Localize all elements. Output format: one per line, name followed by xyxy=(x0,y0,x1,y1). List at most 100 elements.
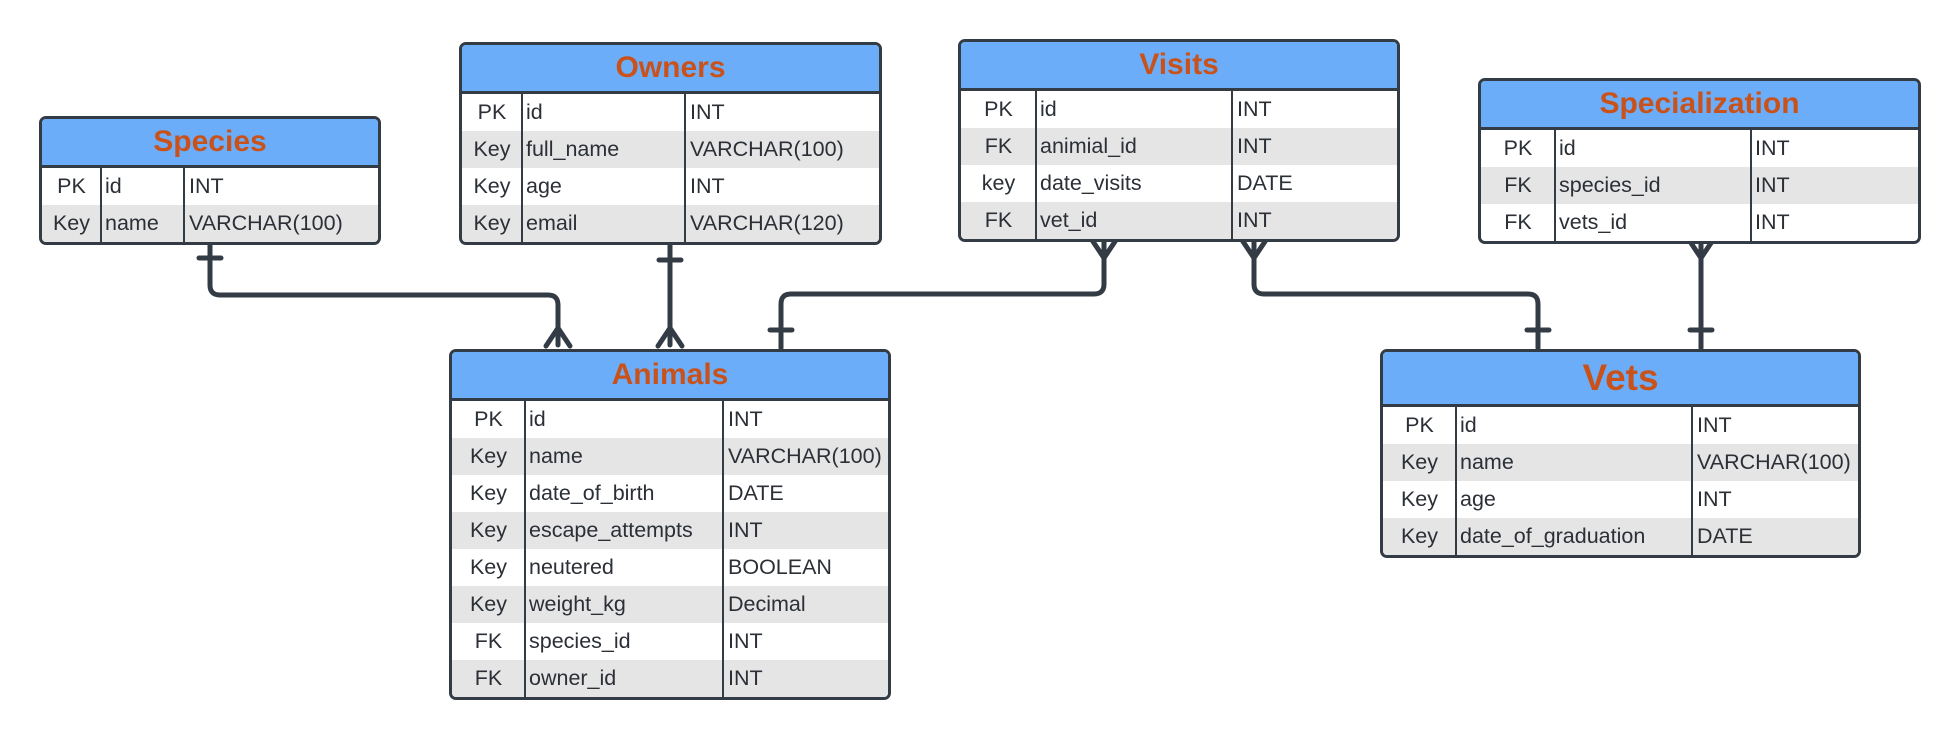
table-row: FK species_id INT xyxy=(452,623,888,660)
owners-table-title: Owners xyxy=(462,45,879,94)
column-type-cell: VARCHAR(100) xyxy=(189,211,343,235)
column-type-cell: DATE xyxy=(1237,171,1293,195)
column-name-cell: id xyxy=(1559,136,1576,160)
vets-table[interactable]: Vets PK id INT Key name VARCHAR(100) Key… xyxy=(1380,349,1861,558)
crowfoot-marker xyxy=(1239,237,1269,261)
owners-table[interactable]: Owners PK id INT Key full_name VARCHAR(1… xyxy=(459,42,882,245)
column-type-cell: VARCHAR(100) xyxy=(728,444,882,468)
column-name-cell: date_of_birth xyxy=(529,481,655,505)
column-name-cell: date_visits xyxy=(1040,171,1142,195)
key-cell: PK xyxy=(984,97,1013,121)
key-cell: Key xyxy=(1400,487,1439,511)
table-row: PK id INT xyxy=(42,168,378,205)
species-table-rows: PK id INT Key name VARCHAR(100) xyxy=(42,168,378,242)
table-row: PK id INT xyxy=(462,94,879,131)
key-cell: FK xyxy=(984,208,1013,232)
table-row: FK owner_id INT xyxy=(452,660,888,697)
table-row: FK species_id INT xyxy=(1481,167,1918,204)
column-name-cell: age xyxy=(526,174,562,198)
column-type-cell: DATE xyxy=(1697,524,1753,548)
table-row: FK animial_id INT xyxy=(961,128,1397,165)
column-type-cell: INT xyxy=(1237,97,1272,121)
column-type-cell: INT xyxy=(690,174,725,198)
key-cell: Key xyxy=(1400,450,1439,474)
animals-table-rows: PK id INT Key name VARCHAR(100) Key date… xyxy=(452,401,888,697)
table-row: Key name VARCHAR(100) xyxy=(42,205,378,242)
key-cell: Key xyxy=(469,592,508,616)
table-row: Key date_of_birth DATE xyxy=(452,475,888,512)
table-row: Key age INT xyxy=(1383,481,1858,518)
column-name-cell: vets_id xyxy=(1559,210,1628,234)
column-type-cell: DATE xyxy=(728,481,784,505)
column-type-cell: INT xyxy=(728,666,763,690)
column-type-cell: BOOLEAN xyxy=(728,555,832,579)
column-type-cell: INT xyxy=(690,100,725,124)
column-name-cell: name xyxy=(529,444,583,468)
column-type-cell: VARCHAR(120) xyxy=(690,211,844,235)
table-row: Key email VARCHAR(120) xyxy=(462,205,879,242)
key-cell: Key xyxy=(473,137,511,161)
visits-table-rows: PK id INT FK animial_id INT key date_vis… xyxy=(961,91,1397,239)
column-type-cell: INT xyxy=(1237,134,1272,158)
column-type-cell: INT xyxy=(1697,487,1732,511)
rel-vets-specialization xyxy=(1686,237,1716,351)
rel-species-animals xyxy=(196,237,573,349)
column-name-cell: name xyxy=(105,211,159,235)
column-type-cell: INT xyxy=(728,407,763,431)
column-name-cell: id xyxy=(1460,413,1477,437)
crowfoot-marker xyxy=(1089,237,1119,261)
column-name-cell: owner_id xyxy=(529,666,617,690)
column-type-cell: INT xyxy=(1237,208,1272,232)
column-type-cell: INT xyxy=(728,518,763,542)
key-cell: Key xyxy=(469,481,508,505)
table-row: Key age INT xyxy=(462,168,879,205)
key-cell: Key xyxy=(52,211,91,235)
table-row: PK id INT xyxy=(961,91,1397,128)
column-name-cell: full_name xyxy=(526,137,620,161)
column-name-cell: species_id xyxy=(529,629,631,653)
key-cell: Key xyxy=(473,174,511,198)
column-type-cell: VARCHAR(100) xyxy=(690,137,844,161)
rel-vets-visits xyxy=(1239,237,1552,351)
crowfoot-marker xyxy=(543,325,573,349)
key-cell: PK xyxy=(1405,413,1434,437)
animals-table[interactable]: Animals PK id INT Key name VARCHAR(100) … xyxy=(449,349,891,700)
key-cell: key xyxy=(981,171,1016,195)
column-name-cell: name xyxy=(1460,450,1514,474)
column-name-cell: email xyxy=(526,211,578,235)
species-table[interactable]: Species PK id INT Key name VARCHAR(100) xyxy=(39,116,381,245)
key-cell: PK xyxy=(477,100,507,124)
table-row: FK vets_id INT xyxy=(1481,204,1918,241)
table-row: Key weight_kg Decimal xyxy=(452,586,888,623)
column-name-cell: species_id xyxy=(1559,173,1661,197)
column-name-cell: animial_id xyxy=(1040,134,1137,158)
table-row: Key escape_attempts INT xyxy=(452,512,888,549)
column-name-cell: id xyxy=(526,100,543,124)
column-type-cell: INT xyxy=(1755,210,1790,234)
rel-animals-visits xyxy=(767,237,1119,351)
table-row: Key full_name VARCHAR(100) xyxy=(462,131,879,168)
crowfoot-marker xyxy=(1686,237,1716,261)
column-type-cell: INT xyxy=(189,174,224,198)
column-name-cell: vet_id xyxy=(1040,208,1098,232)
column-type-cell: INT xyxy=(728,629,763,653)
column-type-cell: Decimal xyxy=(728,592,806,616)
table-row: Key name VARCHAR(100) xyxy=(452,438,888,475)
species-table-title: Species xyxy=(42,119,378,168)
table-row: key date_visits DATE xyxy=(961,165,1397,202)
visits-table[interactable]: Visits PK id INT FK animial_id INT key d… xyxy=(958,39,1400,242)
table-row: PK id INT xyxy=(1383,407,1858,444)
specialization-table-rows: PK id INT FK species_id INT FK vets_id I… xyxy=(1481,130,1918,241)
table-row: PK id INT xyxy=(452,401,888,438)
key-cell: Key xyxy=(1400,524,1439,548)
column-type-cell: VARCHAR(100) xyxy=(1697,450,1851,474)
key-cell: FK xyxy=(474,629,503,653)
column-type-cell: INT xyxy=(1697,413,1732,437)
column-name-cell: id xyxy=(1040,97,1057,121)
key-cell: Key xyxy=(469,444,508,468)
key-cell: FK xyxy=(984,134,1013,158)
column-name-cell: neutered xyxy=(529,555,614,579)
specialization-table[interactable]: Specialization PK id INT FK species_id I… xyxy=(1478,78,1921,244)
